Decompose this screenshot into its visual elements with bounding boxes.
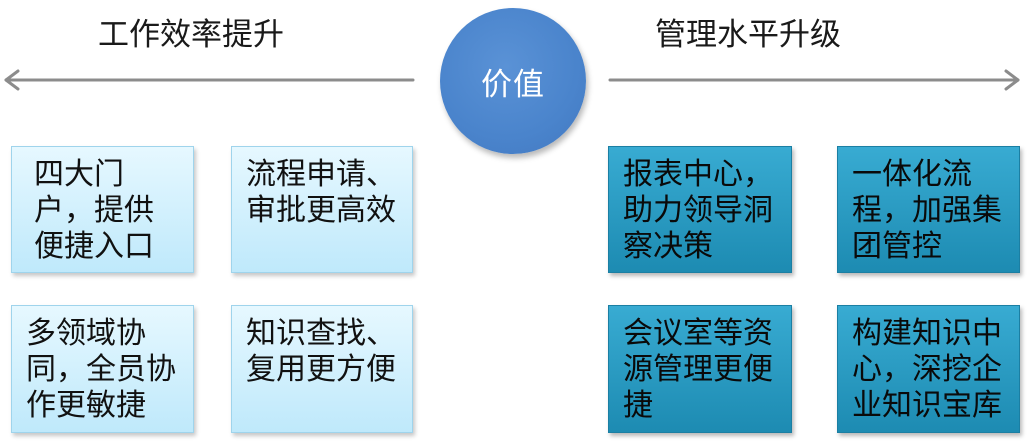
management-box-reports: 报表中心，助力领导洞察决策 bbox=[608, 146, 792, 273]
value-label: 价值 bbox=[481, 66, 545, 103]
right-heading: 管理水平升级 bbox=[655, 17, 841, 53]
management-box-knowledge-center: 构建知识中心，深挖企业知识宝库 bbox=[837, 305, 1020, 433]
efficiency-box-workflow: 流程申请、审批更高效 bbox=[231, 146, 413, 273]
efficiency-box-knowledge: 知识查找、复用更方便 bbox=[231, 305, 413, 433]
right-arrow bbox=[608, 69, 1020, 91]
value-circle: 价值 bbox=[440, 8, 586, 154]
left-heading: 工作效率提升 bbox=[98, 17, 284, 53]
management-box-integrated-process: 一体化流程，加强集团管控 bbox=[837, 146, 1020, 273]
efficiency-box-collaboration: 多领域协同，全员协作更敏捷 bbox=[11, 305, 194, 433]
efficiency-box-portals: 四大门户，提供便捷入口 bbox=[11, 146, 194, 273]
left-arrow bbox=[4, 69, 415, 91]
management-box-resources: 会议室等资源管理更便捷 bbox=[608, 305, 792, 433]
